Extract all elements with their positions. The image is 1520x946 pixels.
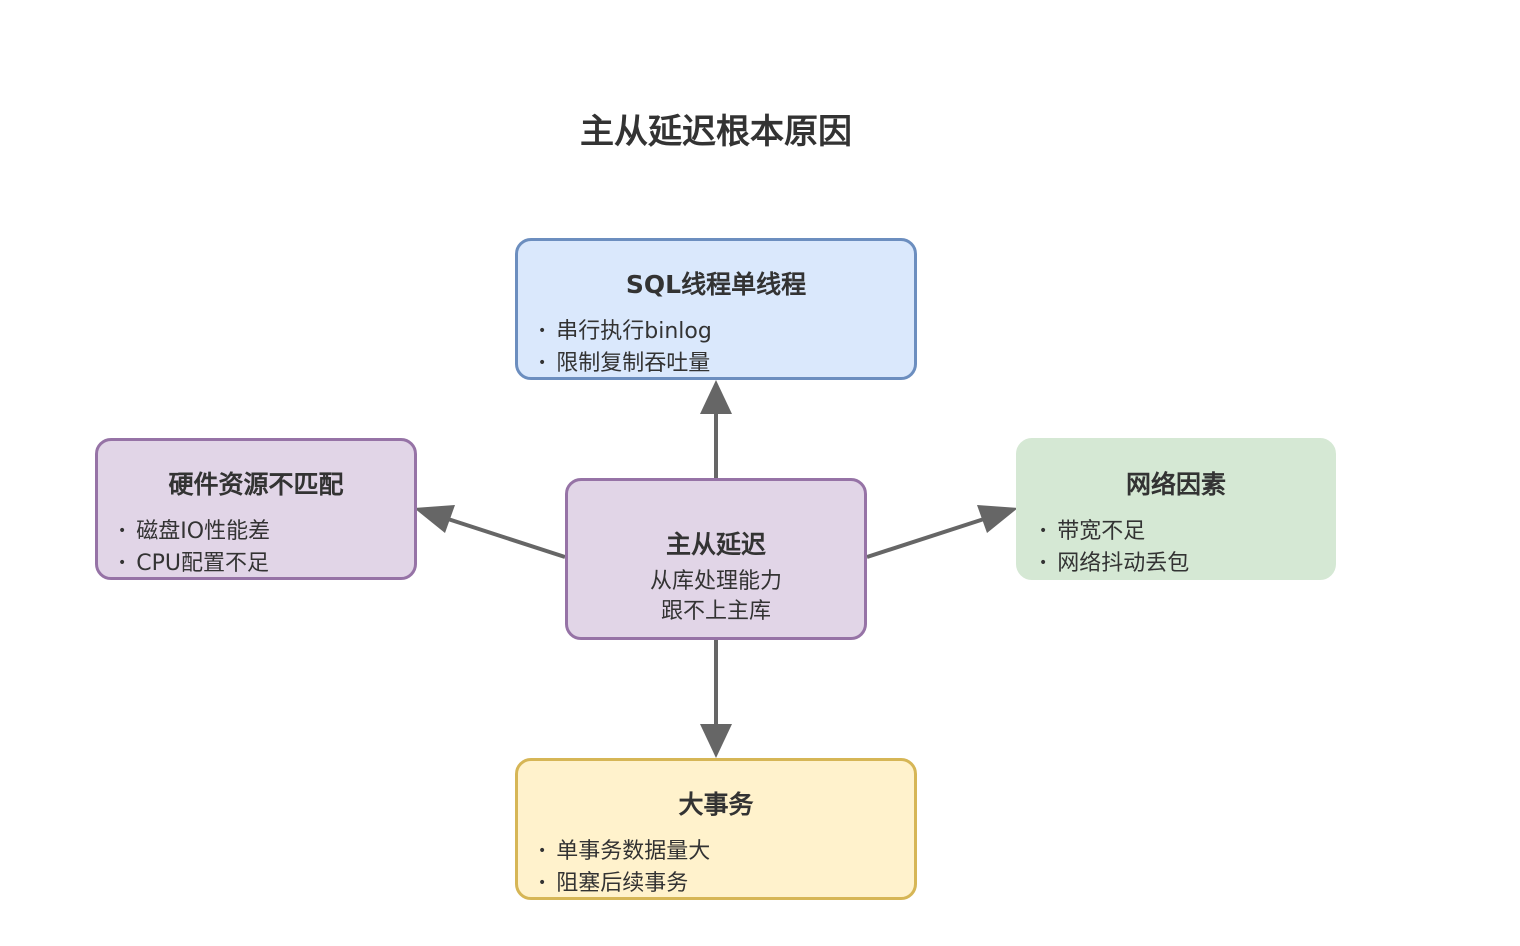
- bullet-list: 单事务数据量大 阻塞后续事务: [538, 837, 710, 901]
- bullet-item: 单事务数据量大: [538, 837, 710, 869]
- bullet-item: CPU配置不足: [118, 549, 270, 581]
- node-big-transaction[interactable]: 大事务 单事务数据量大 阻塞后续事务: [515, 758, 917, 900]
- edge-center-to-hardware: [447, 517, 566, 559]
- node-heading: 主从延迟: [665, 530, 766, 559]
- bullet-item: 限制复制吞吐量: [538, 349, 712, 381]
- edge-center-to-network: [866, 517, 985, 559]
- arrowhead-hardware: [414, 505, 455, 533]
- description-line: 从库处理能力: [649, 569, 782, 594]
- node-hardware-mismatch[interactable]: 硬件资源不匹配 磁盘IO性能差 CPU配置不足: [95, 438, 417, 580]
- node-center-replication-lag[interactable]: 主从延迟 从库处理能力 跟不上主库: [565, 478, 867, 640]
- bullet-item: 阻塞后续事务: [538, 869, 710, 901]
- node-description: 从库处理能力 跟不上主库: [568, 567, 864, 627]
- node-sql-single-thread[interactable]: SQL线程单线程 串行执行binlog 限制复制吞吐量: [515, 238, 917, 380]
- arrowhead-big-transaction: [700, 724, 732, 758]
- arrowhead-sql: [700, 380, 732, 414]
- bullet-list: 磁盘IO性能差 CPU配置不足: [118, 517, 270, 581]
- description-line: 跟不上主库: [660, 599, 771, 624]
- node-heading: 大事务: [678, 790, 754, 819]
- node-heading: 硬件资源不匹配: [168, 470, 344, 499]
- bullet-item: 网络抖动丢包: [1039, 549, 1189, 581]
- diagram-title: 主从延迟根本原因: [580, 112, 852, 152]
- bullet-item: 串行执行binlog: [538, 317, 712, 349]
- bullet-item: 带宽不足: [1039, 517, 1189, 549]
- node-heading: 网络因素: [1125, 470, 1226, 499]
- node-heading: SQL线程单线程: [625, 270, 807, 299]
- arrowhead-network: [977, 505, 1018, 533]
- bullet-list: 带宽不足 网络抖动丢包: [1039, 517, 1189, 581]
- bullet-list: 串行执行binlog 限制复制吞吐量: [538, 317, 712, 381]
- node-network-factors[interactable]: 网络因素 带宽不足 网络抖动丢包: [1016, 438, 1336, 580]
- bullet-item: 磁盘IO性能差: [118, 517, 270, 549]
